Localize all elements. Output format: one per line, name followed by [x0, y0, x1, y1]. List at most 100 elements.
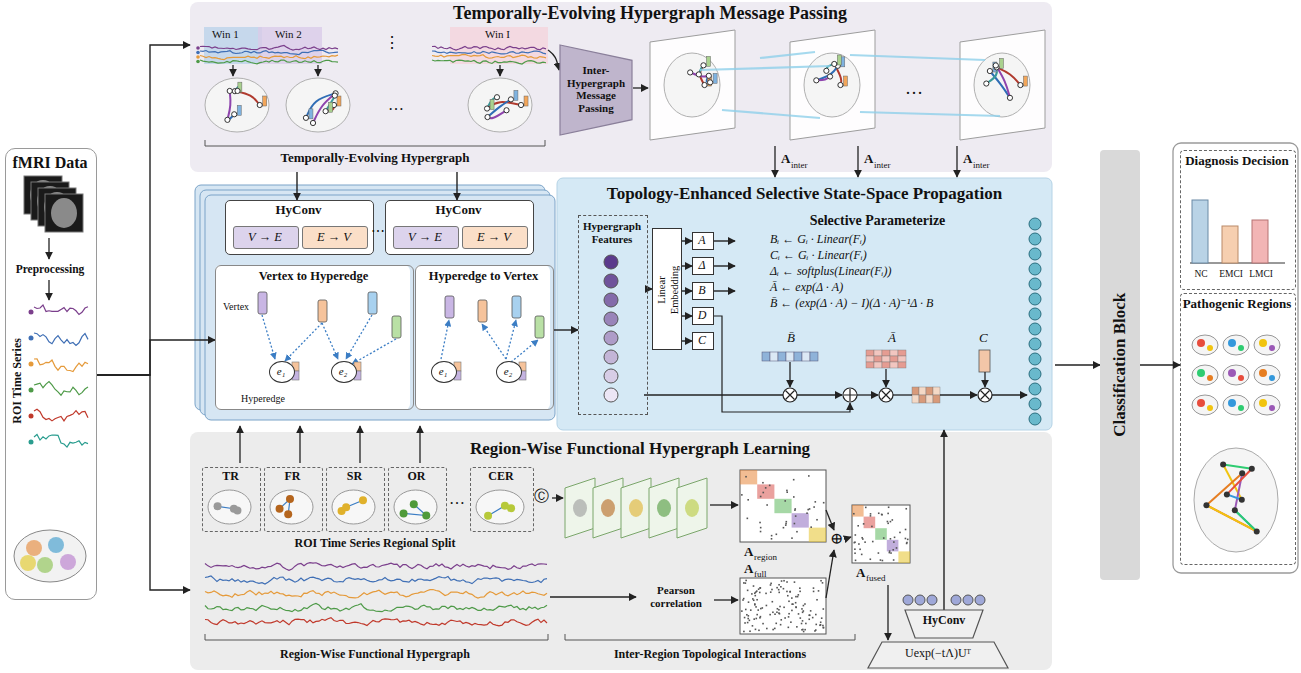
matrix-dot — [754, 595, 756, 597]
vertex-feature — [512, 296, 521, 318]
state-cell — [919, 395, 926, 403]
matrix-cell — [882, 350, 890, 356]
vertex-dot — [1239, 470, 1245, 476]
signal-line — [200, 45, 338, 50]
matrix-dot — [748, 615, 750, 617]
parameter-box: C — [692, 332, 714, 350]
matrix-dot — [881, 514, 883, 516]
matrix-dot — [854, 552, 856, 554]
bracket — [205, 140, 545, 146]
vector-cell — [762, 352, 770, 361]
matrix-dot — [760, 527, 762, 529]
annotation-label: Win I — [485, 28, 510, 41]
connector-arrow — [97, 375, 190, 590]
parameter-box: Δ — [692, 257, 714, 275]
roi-dot — [29, 336, 34, 341]
matrix-dot — [803, 605, 805, 607]
vertex-dot — [838, 82, 843, 87]
brain-region — [1259, 369, 1267, 377]
signal-line — [432, 51, 546, 54]
matrix-dot — [790, 621, 792, 623]
node-text: Cᵢ ← Gᵢ · Linear(Fᵢ) — [770, 249, 867, 263]
slice-blob — [601, 499, 615, 517]
matrix-dot — [788, 600, 790, 602]
annotation-label: ⋮ — [384, 34, 400, 52]
node-text: EMCI — [1217, 269, 1245, 280]
node-heading: B — [693, 284, 711, 298]
output-node — [1029, 278, 1041, 290]
signal-line — [200, 50, 338, 54]
inter-link — [850, 55, 985, 60]
connector-arrow — [97, 45, 190, 375]
brain-outline — [468, 78, 532, 132]
matrix-cell — [890, 362, 898, 368]
node-text: B̄ ← (exp(Δ · A) − I)(Δ · A)⁻¹Δ · B — [770, 297, 933, 311]
matrix-dot — [888, 506, 890, 508]
matrix-dot — [889, 552, 891, 554]
matrix-dot — [778, 612, 780, 614]
output-node — [1029, 383, 1041, 395]
matrix-dot — [809, 508, 811, 510]
matrix-dot — [787, 595, 789, 597]
brain-view — [1192, 335, 1218, 355]
vertex-dot — [1007, 95, 1012, 100]
matrix-dot — [783, 580, 785, 582]
matrix-block — [757, 484, 774, 498]
region-slice — [649, 478, 679, 538]
matrix-dot — [761, 607, 763, 609]
matrix-dot — [857, 525, 859, 527]
connector-arrow — [943, 430, 944, 610]
matrix-dot — [906, 543, 908, 545]
brain-region — [1197, 339, 1205, 347]
matrix-dot — [750, 609, 752, 611]
signal-line — [205, 590, 547, 599]
matrix-dot — [780, 586, 782, 588]
hyperedge-circle: e₂ — [331, 361, 357, 383]
brain-outline — [394, 490, 437, 524]
feature-bar — [337, 96, 341, 106]
arrow-line — [940, 394, 977, 395]
vertex-dot — [702, 82, 707, 87]
brain-outline — [208, 490, 251, 524]
matrix-dot — [755, 606, 757, 608]
matrix-dot — [791, 603, 793, 605]
matrix-dot — [759, 592, 761, 594]
matrix-dot — [785, 523, 787, 525]
vertex-dot — [518, 102, 523, 107]
matrix-cell — [898, 362, 906, 368]
brain-region — [1269, 345, 1275, 351]
panel-background — [215, 265, 410, 410]
signal-line — [205, 603, 547, 611]
matrix-dot — [760, 587, 762, 589]
matrix-dot — [795, 606, 797, 608]
state-cell — [926, 387, 933, 395]
matrix-dot — [814, 501, 816, 503]
matrix-dot — [792, 603, 794, 605]
feature-node — [604, 293, 618, 307]
arrow-line — [262, 315, 275, 359]
output-node — [1029, 323, 1041, 335]
brain-region — [26, 540, 42, 556]
matrix-dot — [769, 485, 771, 487]
vertex-dot — [485, 114, 490, 119]
node-text: Inter-Region Topological Interactions — [565, 648, 855, 662]
arrow-line — [239, 426, 240, 463]
signal-line — [432, 60, 546, 64]
matrix-dot — [743, 582, 745, 584]
vector-cell — [810, 352, 818, 361]
brain-region — [1207, 375, 1213, 381]
bar — [1192, 200, 1208, 263]
node-text: NC — [1187, 269, 1215, 280]
vertex-dot — [688, 70, 693, 75]
node-heading: Uexp(−tΛ)Uᵀ — [868, 647, 1008, 661]
matrix-dot — [772, 611, 774, 613]
parameter-box: A — [692, 232, 714, 250]
matrix-dot — [759, 617, 761, 619]
matrix-block — [898, 551, 910, 563]
region-slice — [621, 478, 651, 538]
matrix-dot — [795, 602, 797, 604]
signal-line — [205, 563, 547, 571]
signal-line — [34, 359, 88, 372]
matrix-dot — [793, 496, 795, 498]
matrix-dot — [779, 606, 781, 608]
